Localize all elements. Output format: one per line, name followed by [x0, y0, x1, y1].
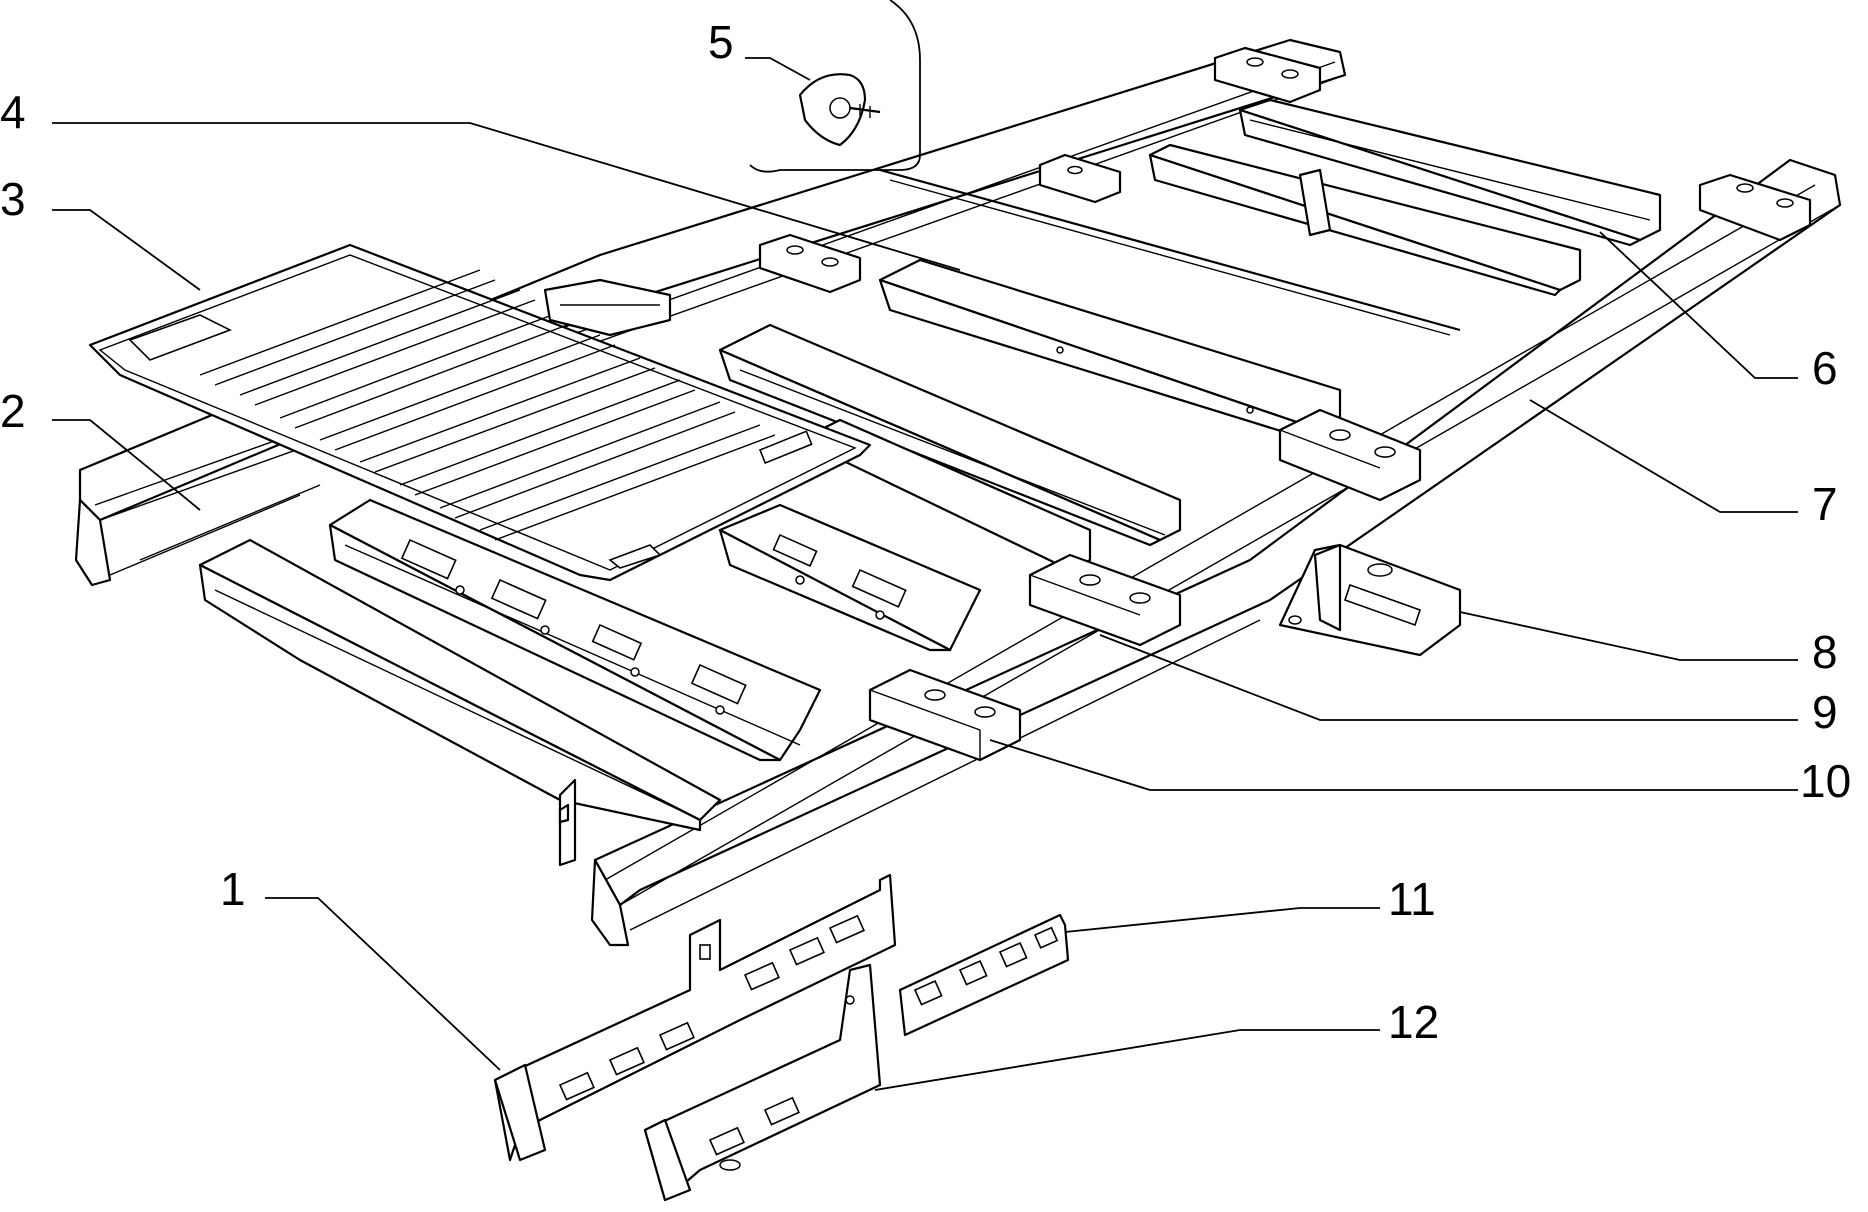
reinforcement-panel-11 [898, 913, 1070, 1037]
cross-member-10 [328, 498, 822, 762]
callout-9: 9 [1812, 686, 1838, 738]
rubber-mount-5 [798, 73, 881, 147]
leader-6 [1599, 231, 1798, 379]
rear-cross-member [198, 538, 722, 867]
rail-bracket-front-right [1278, 408, 1422, 502]
callout-5: 5 [708, 16, 734, 68]
rail-bracket-rear-left [868, 668, 1022, 762]
callout-labels: 1 2 3 4 5 6 7 8 9 10 11 12 [0, 16, 1851, 1048]
engine-mount-8 [1278, 543, 1462, 657]
rail-bracket-far-right [1698, 173, 1812, 242]
leader-12 [874, 1029, 1380, 1091]
callout-12: 12 [1388, 996, 1439, 1048]
cross-member-6 [1148, 98, 1662, 297]
callout-7: 7 [1812, 478, 1838, 530]
middle-cross-member [718, 323, 1182, 572]
leader-7 [1529, 399, 1798, 513]
callout-3: 3 [0, 173, 26, 225]
leader-4 [52, 122, 961, 271]
leader-8 [1459, 611, 1798, 661]
floor-panel [88, 243, 872, 582]
callout-10: 10 [1800, 755, 1851, 807]
small-bracket-left [543, 278, 672, 337]
leader-lines [52, 57, 1798, 1091]
callout-6: 6 [1812, 342, 1838, 394]
reinforcement-panel-1 [493, 873, 897, 1162]
floor-panel-ribs [199, 269, 776, 541]
reference-curve [749, 0, 921, 173]
rail-bracket-left-mid [758, 233, 862, 294]
leader-9 [1099, 634, 1798, 721]
callout-11: 11 [1388, 873, 1436, 925]
reinforcement-panel-12 [643, 963, 882, 1202]
cross-member-9 [718, 503, 982, 652]
callout-2: 2 [0, 385, 26, 437]
tie-rod-bar [879, 168, 1461, 336]
callout-8: 8 [1812, 626, 1838, 678]
leader-2 [52, 419, 201, 511]
leader-11 [1064, 907, 1380, 933]
rail-bracket-rear-mid [1028, 553, 1182, 647]
leader-10 [989, 739, 1798, 791]
callout-1: 1 [220, 863, 246, 915]
leader-5 [745, 57, 811, 81]
leader-3 [52, 209, 201, 291]
rail-bracket-far-left [1213, 46, 1322, 104]
callout-4: 4 [0, 86, 26, 138]
leader-1 [265, 897, 501, 1071]
rail-bracket-left-front [1038, 153, 1122, 204]
